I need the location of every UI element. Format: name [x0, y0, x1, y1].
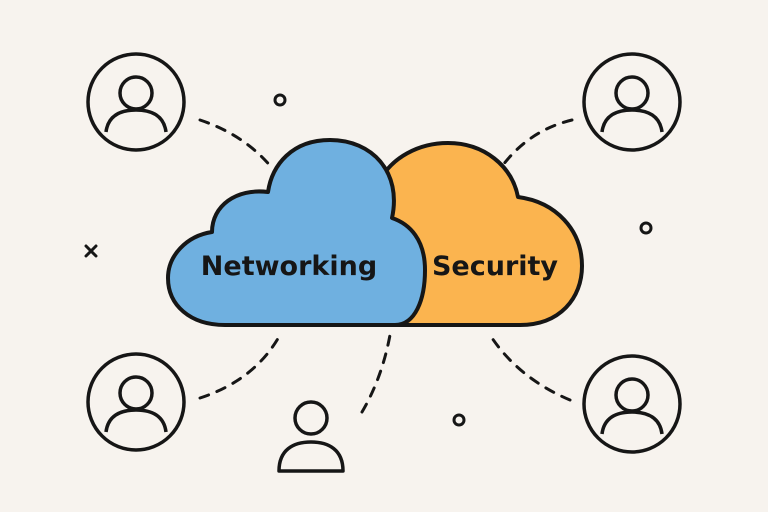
user-frame — [86, 352, 186, 452]
connector-bottom-right — [488, 333, 572, 402]
user-body — [104, 408, 168, 433]
connector-bottom-center — [360, 333, 392, 414]
user-head — [118, 375, 154, 411]
circle-dot-icon — [639, 221, 653, 235]
decorations — [84, 93, 653, 427]
connector-top-left — [198, 118, 274, 170]
connector-top-right — [501, 118, 574, 167]
user-frame — [86, 52, 186, 152]
user-icon — [582, 52, 682, 152]
user-head — [614, 377, 650, 413]
user-icon — [86, 352, 186, 452]
users — [86, 52, 682, 473]
networking-label: Networking — [201, 251, 377, 282]
user-icon — [277, 400, 345, 473]
user-body — [600, 108, 664, 133]
networking-cloud — [166, 138, 427, 327]
circle-dot-icon — [452, 413, 466, 427]
user-head — [118, 75, 154, 111]
user-body — [600, 410, 664, 435]
connectors — [198, 118, 574, 414]
user-frame — [582, 354, 682, 454]
user-body — [104, 108, 168, 133]
connector-bottom-left — [198, 333, 282, 400]
security-label: Security — [432, 251, 558, 282]
user-head — [614, 75, 650, 111]
user-icon — [582, 354, 682, 454]
user-frame — [582, 52, 682, 152]
cross-icon — [84, 244, 98, 258]
user-icon — [86, 52, 186, 152]
circle-dot-icon — [273, 93, 287, 107]
user-body — [277, 440, 345, 473]
user-head — [293, 400, 329, 436]
